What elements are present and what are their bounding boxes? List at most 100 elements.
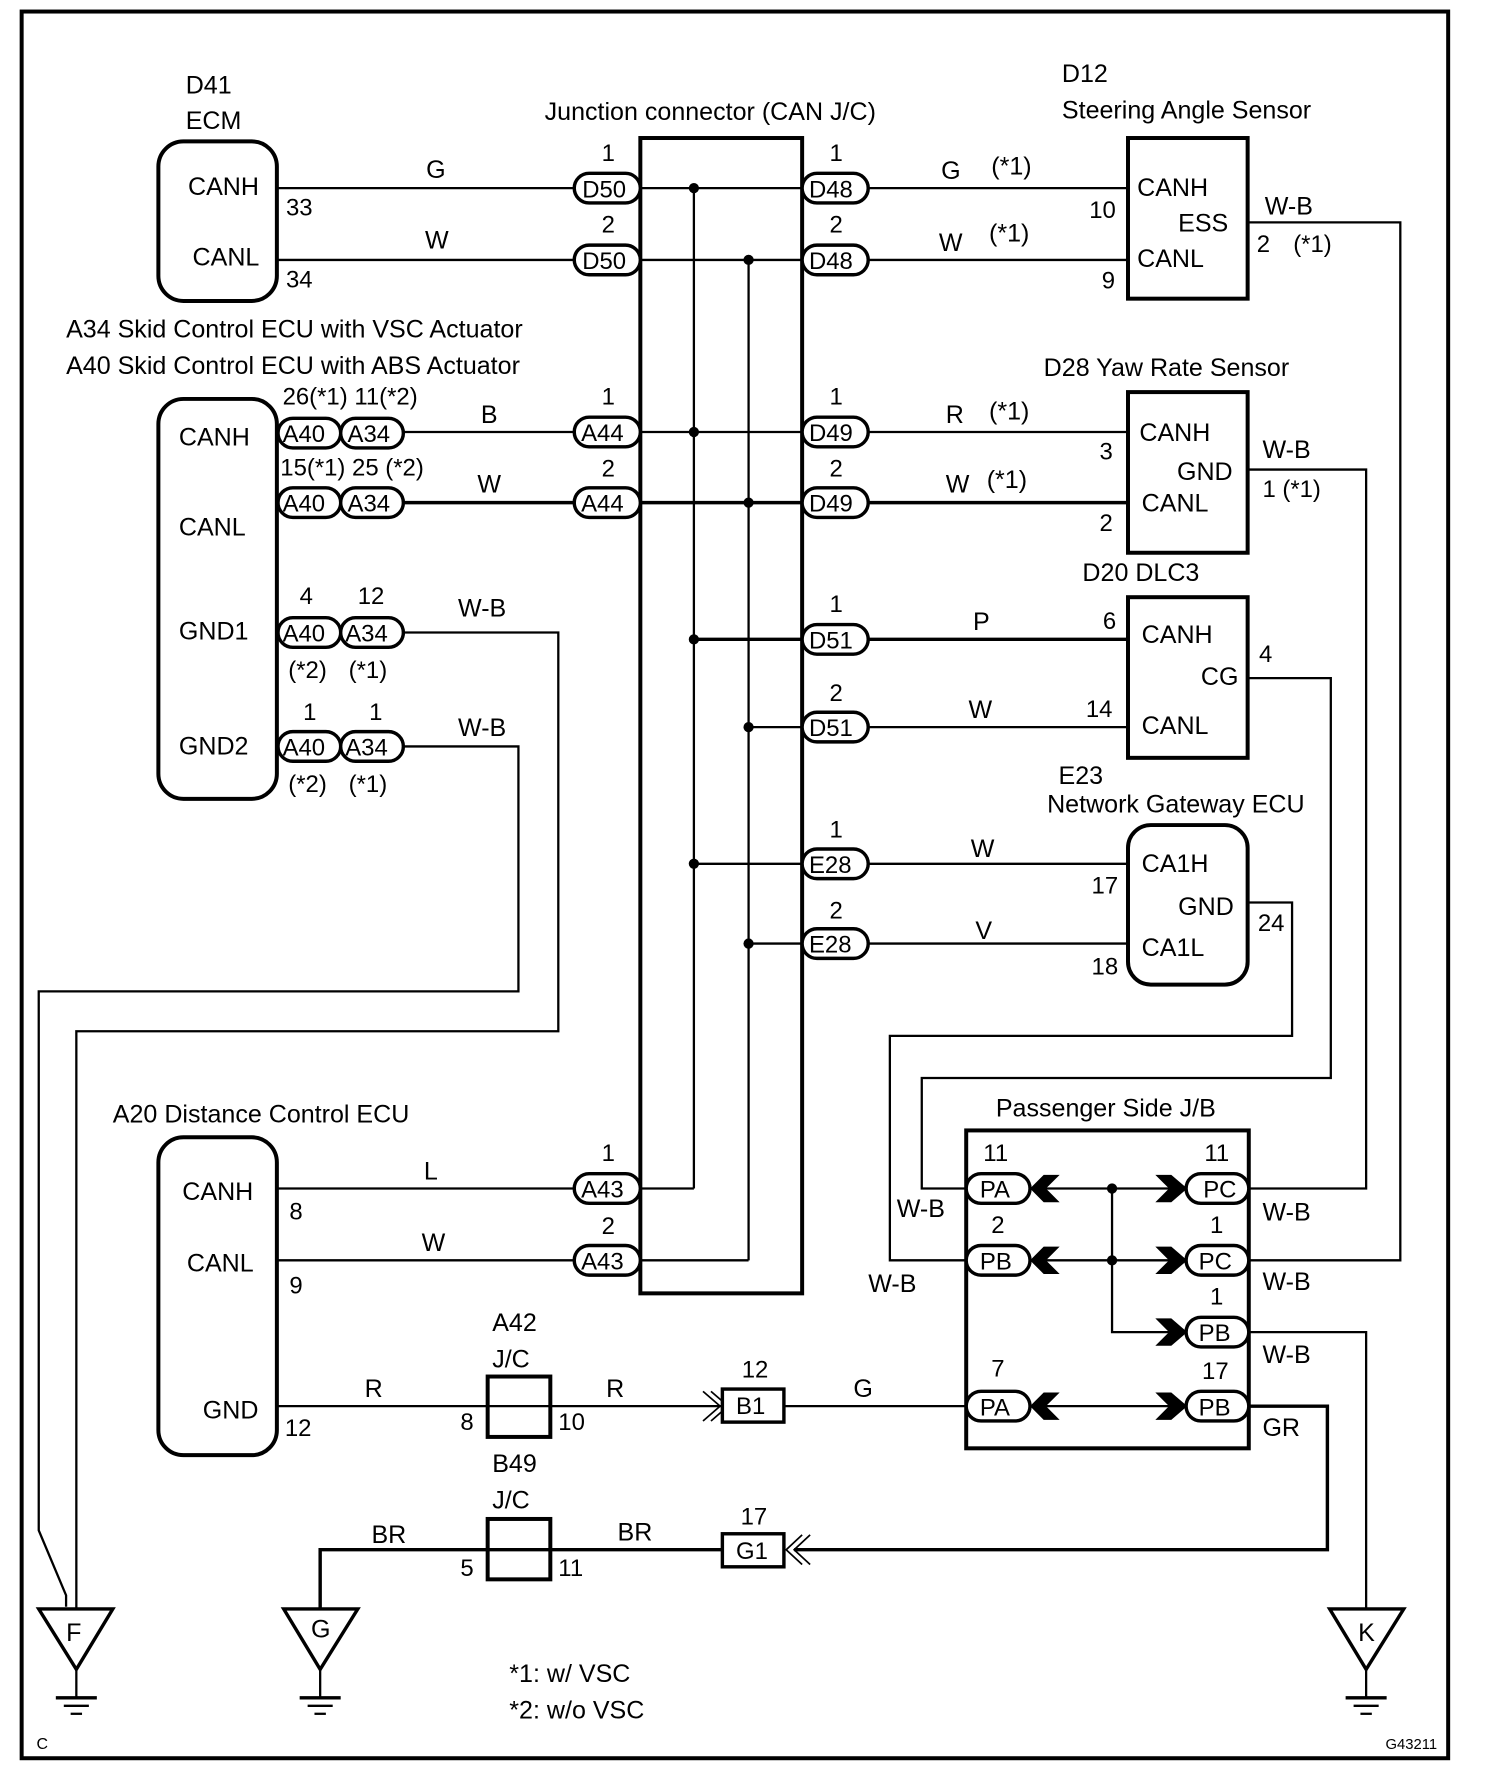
skid-canl-wire: W	[477, 470, 501, 498]
ecm-canl-pin: 34	[286, 266, 313, 293]
a43-pin-1: 1	[602, 1140, 615, 1167]
network-gateway-ecu-e23: E23 Network Gateway ECU CA1H GND CA1L 17…	[800, 762, 1305, 1262]
skid-title-abs: A40 Skid Control ECU with ABS Actuator	[66, 352, 520, 380]
skid-gnd2-wire: W-B	[458, 714, 506, 742]
d50-pin-2: 2	[602, 212, 615, 239]
jc-a42: A42 J/C 8 10 R	[460, 1309, 737, 1439]
jb-left-pin-1: 11	[983, 1140, 1008, 1167]
steering-canl-label: CANL	[1137, 245, 1204, 273]
dlc3-d20: D20 DLC3 CANH CG CANL 6 14 4 1 D51 2 D51…	[800, 559, 1332, 1190]
jc-b49-name: J/C	[492, 1487, 530, 1515]
connector-a40-gnd1: A40	[283, 621, 326, 648]
gateway-ca1l-wire: V	[975, 917, 992, 945]
connector-d50-2: D50	[582, 248, 626, 275]
yaw-gnd-wire: W-B	[1262, 436, 1310, 464]
distance-control-ecu: A20 Distance Control ECU CANH CANL GND 8…	[113, 1100, 643, 1458]
jb-right-pin-2: 1	[1210, 1212, 1223, 1239]
ground-k: K	[1326, 1607, 1407, 1715]
d48-pin-2: 2	[829, 212, 842, 239]
dlc-canh-pin: 6	[1103, 608, 1116, 635]
skid-canl-pins: 15(*1) 25 (*2)	[280, 454, 424, 481]
d51-pin-1: 1	[829, 591, 842, 618]
jc-a42-code: A42	[492, 1309, 537, 1337]
jb-left-conn-2: PB	[980, 1248, 1012, 1275]
a44-pin-2: 2	[602, 455, 615, 482]
skid-canh-pins: 26(*1) 11(*2)	[283, 384, 418, 411]
e28-pin-2: 2	[829, 897, 842, 924]
jb-left-wire-1: W-B	[897, 1195, 945, 1223]
dlc-canh-label: CANH	[1142, 621, 1213, 649]
jc-b49-pin-in: 5	[460, 1555, 473, 1582]
jb-left-pin-3: 7	[991, 1356, 1004, 1383]
jb-left-conn-1: PA	[980, 1177, 1010, 1204]
ground-g: G	[280, 1607, 361, 1715]
skid-gnd1-note-a34: (*1)	[349, 657, 388, 684]
jb-right-pin-3: 1	[1210, 1284, 1223, 1311]
connector-d48-2: D48	[809, 248, 853, 275]
skid-gnd1-label: GND1	[179, 617, 249, 645]
connector-d48-1: D48	[809, 176, 853, 203]
connector-a44-2: A44	[581, 491, 624, 518]
skid-gnd2-note-a34: (*1)	[349, 771, 388, 798]
connector-d51-2: D51	[809, 715, 853, 742]
connector-a40-gnd2: A40	[283, 735, 326, 762]
jc-b49-code: B49	[492, 1450, 537, 1478]
distance-canh-label: CANH	[182, 1178, 253, 1206]
jb-left-conn-3: PA	[980, 1394, 1010, 1421]
skid-gnd2-pin-a40: 1	[303, 699, 316, 726]
yaw-canl-wire: W	[946, 470, 970, 498]
d50-pin-1: 1	[602, 140, 615, 167]
distance-canh-wire: L	[424, 1157, 438, 1185]
g1-pin: 17	[741, 1504, 768, 1531]
jb-right-conn-1: PC	[1203, 1177, 1236, 1204]
corner-mark: C	[36, 1736, 48, 1753]
connector-e28-1: E28	[809, 852, 852, 879]
skid-gnd2-label: GND2	[179, 732, 249, 760]
gateway-gnd-label: GND	[1178, 893, 1234, 921]
skid-gnd1-note-a40: (*2)	[288, 657, 327, 684]
connector-a43-1: A43	[581, 1177, 624, 1204]
steering-angle-sensor-d12: D12 Steering Angle Sensor CANH ESS CANL …	[800, 60, 1402, 1262]
yaw-canh-note: (*1)	[989, 397, 1029, 425]
ecm-canl-label: CANL	[193, 244, 260, 272]
yaw-rate-sensor-d28: D28 Yaw Rate Sensor CANH GND CANL 3 2 1 …	[800, 354, 1368, 1190]
connector-a34-gnd2: A34	[345, 735, 388, 762]
dlc-cg-label: CG	[1201, 663, 1239, 691]
a43-pin-2: 2	[602, 1213, 615, 1240]
skid-gnd1-pin-a34: 12	[358, 583, 385, 610]
steering-canl-pin: 9	[1102, 267, 1115, 294]
note-vsc: *1: w/ VSC	[509, 1660, 630, 1688]
steering-canh-wire: G	[941, 157, 960, 185]
can-junction-connector: Junction connector (CAN J/C)	[545, 98, 876, 1296]
ecm-d41: D41 ECM CANH CANL 33 34 G W 1 D50 2 D50	[156, 72, 643, 303]
connector-a43-2: A43	[581, 1248, 624, 1275]
steering-ess-note: (*1)	[1293, 231, 1332, 258]
ecm-name: ECM	[186, 107, 242, 135]
skid-canh-wire: B	[481, 401, 498, 429]
steering-code: D12	[1062, 60, 1108, 88]
connector-g1: 17 G1	[720, 1404, 1330, 1569]
d49-pin-1: 1	[829, 384, 842, 411]
yaw-canh-wire: R	[946, 401, 964, 429]
ground-g-label: G	[311, 1615, 330, 1643]
steering-canh-note: (*1)	[991, 152, 1031, 180]
dlc-title: D20 DLC3	[1082, 559, 1199, 587]
yaw-canl-pin: 2	[1100, 510, 1113, 537]
jb-right-wire-1: W-B	[1262, 1198, 1310, 1226]
note-no-vsc: *2: w/o VSC	[509, 1696, 644, 1724]
gateway-code: E23	[1058, 762, 1103, 790]
skid-gnd1-pin-a40: 4	[300, 583, 313, 610]
distance-canh-pin: 8	[289, 1198, 302, 1225]
gateway-ca1h-label: CA1H	[1142, 850, 1209, 878]
steering-canh-label: CANH	[1137, 174, 1208, 202]
gateway-ca1h-pin: 17	[1092, 872, 1119, 899]
ecm-canh-label: CANH	[188, 173, 259, 201]
d51-pin-2: 2	[829, 680, 842, 707]
connector-a44-1: A44	[581, 420, 624, 447]
skid-gnd2-pin-a34: 1	[369, 699, 382, 726]
skid-gnd2-note-a40: (*2)	[288, 771, 327, 798]
jb-left-pin-2: 2	[991, 1212, 1004, 1239]
connector-a40-canl: A40	[283, 491, 326, 518]
dlc-canl-wire: W	[968, 696, 992, 724]
jb-right-pin-1: 11	[1204, 1140, 1229, 1167]
